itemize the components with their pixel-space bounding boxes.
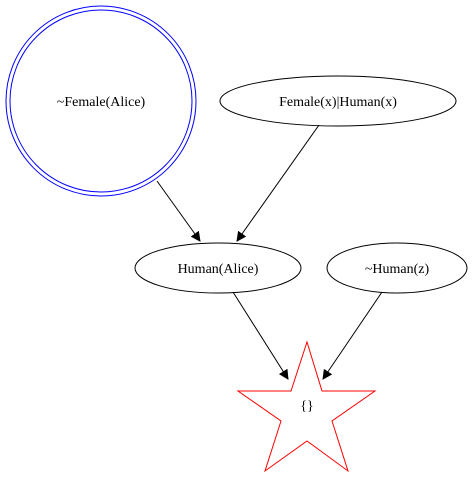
node-negated-goal-label: ~Female(Alice): [57, 95, 146, 110]
edge-premise-to-empty-clause: [322, 291, 383, 380]
edge-rule-to-resolvent: [236, 124, 320, 242]
node-negated-goal-inner-ring: [9, 9, 193, 193]
node-negated-goal-outer-ring: [5, 5, 197, 197]
node-empty-clause: {}: [236, 340, 377, 473]
node-resolvent: Human(Alice): [134, 242, 302, 294]
node-rule: Female(x)|Human(x): [219, 75, 457, 127]
node-resolvent-label: Human(Alice): [178, 262, 259, 277]
node-negated-goal: ~Female(Alice): [5, 5, 197, 197]
edge-resolvent-to-empty-clause: [232, 291, 289, 380]
node-premise-label: ~Human(z): [365, 262, 430, 277]
edge-negated-goal-to-resolvent: [156, 180, 201, 242]
node-premise-outline: [326, 242, 468, 294]
node-empty-clause-star: [236, 340, 377, 473]
edges: [156, 124, 383, 380]
node-resolvent-outline: [134, 242, 302, 294]
node-rule-label: Female(x)|Human(x): [279, 95, 397, 110]
node-premise: ~Human(z): [326, 242, 468, 294]
node-empty-clause-label: {}: [300, 399, 313, 414]
node-rule-outline: [219, 75, 457, 127]
